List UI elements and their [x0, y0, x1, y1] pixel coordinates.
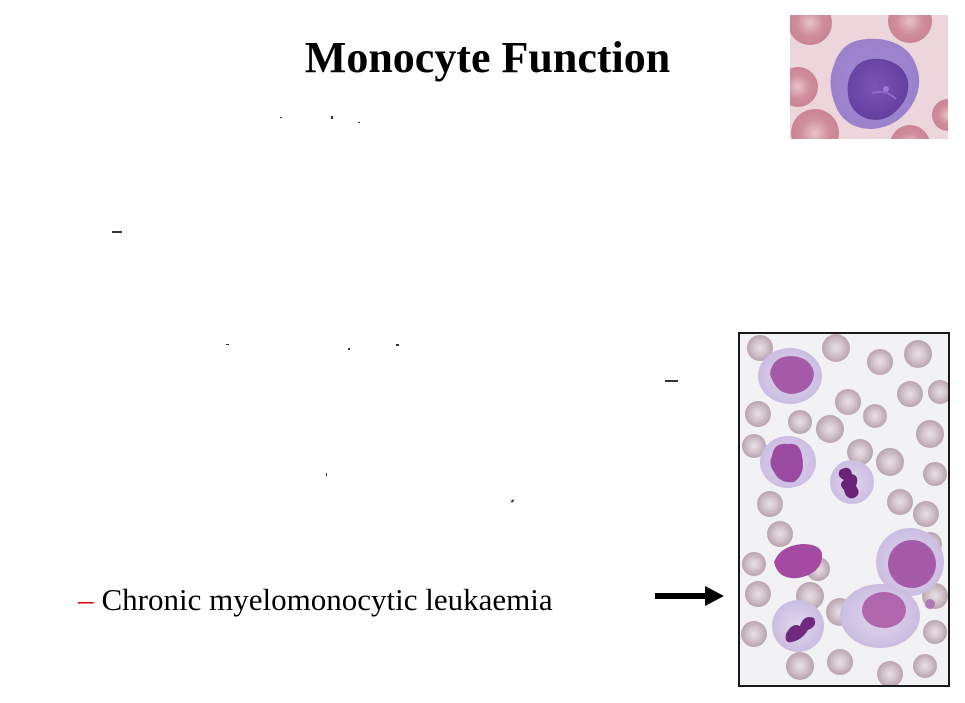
artifact-mark [358, 122, 360, 123]
artifact-mark [112, 231, 122, 233]
monocyte-micrograph [790, 15, 948, 139]
right-arrow-icon [655, 584, 725, 608]
bullet-text: Chronic myelomonocytic leukaemia [101, 582, 553, 617]
bullet-item: –Chronic myelomonocytic leukaemia [78, 578, 553, 622]
artifact-mark [665, 380, 678, 382]
bullet-dash: – [78, 582, 94, 617]
artifact-mark [226, 344, 229, 345]
artifact-mark [348, 348, 350, 350]
slide-title: Monocyte Function [304, 33, 671, 82]
cmml-blood-smear [738, 332, 950, 687]
artifact-mark [510, 499, 515, 503]
artifact-mark [396, 344, 399, 346]
artifact-mark [326, 473, 327, 476]
artifact-mark [280, 117, 282, 118]
artifact-mark [331, 116, 333, 119]
